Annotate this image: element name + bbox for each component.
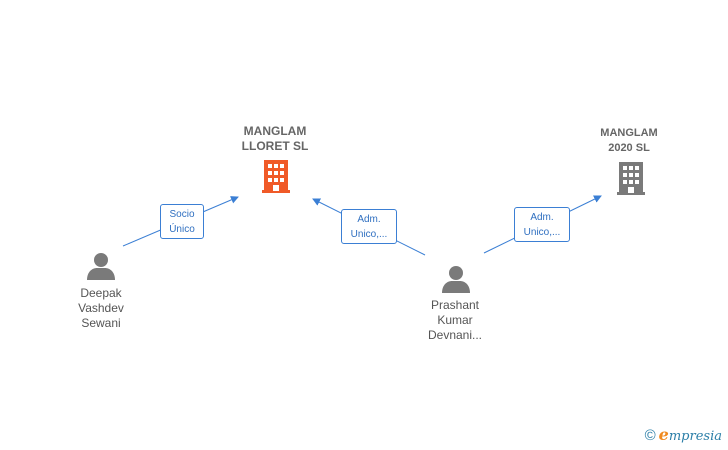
company-label-manglam-2020[interactable]: MANGLAM 2020 SL — [600, 127, 658, 154]
person-label-prashant[interactable]: Prashant Kumar Devnani... — [427, 298, 483, 342]
edge-label-adm-unico-lloret[interactable]: Adm. Unico,... — [341, 209, 397, 244]
person-icon-deepak[interactable] — [87, 253, 115, 280]
brand-initial: e — [658, 425, 669, 444]
building-icon-manglam-2020[interactable] — [617, 162, 645, 195]
person-icon-prashant[interactable] — [442, 266, 470, 293]
edge-label-socio-unico[interactable]: Socio Único — [160, 204, 204, 239]
building-icon-manglam-lloret[interactable] — [262, 160, 290, 193]
person-label-deepak[interactable]: Deepak Vashdev Sewani — [78, 286, 124, 330]
edge-label-adm-unico-2020[interactable]: Adm. Unico,... — [514, 207, 570, 242]
company-label-manglam-lloret[interactable]: MANGLAM LLORET SL — [241, 124, 309, 153]
copyright-symbol: © — [644, 427, 656, 444]
empresia-logo: ©empresia — [645, 425, 722, 444]
brand-name: mpresia — [668, 429, 722, 444]
